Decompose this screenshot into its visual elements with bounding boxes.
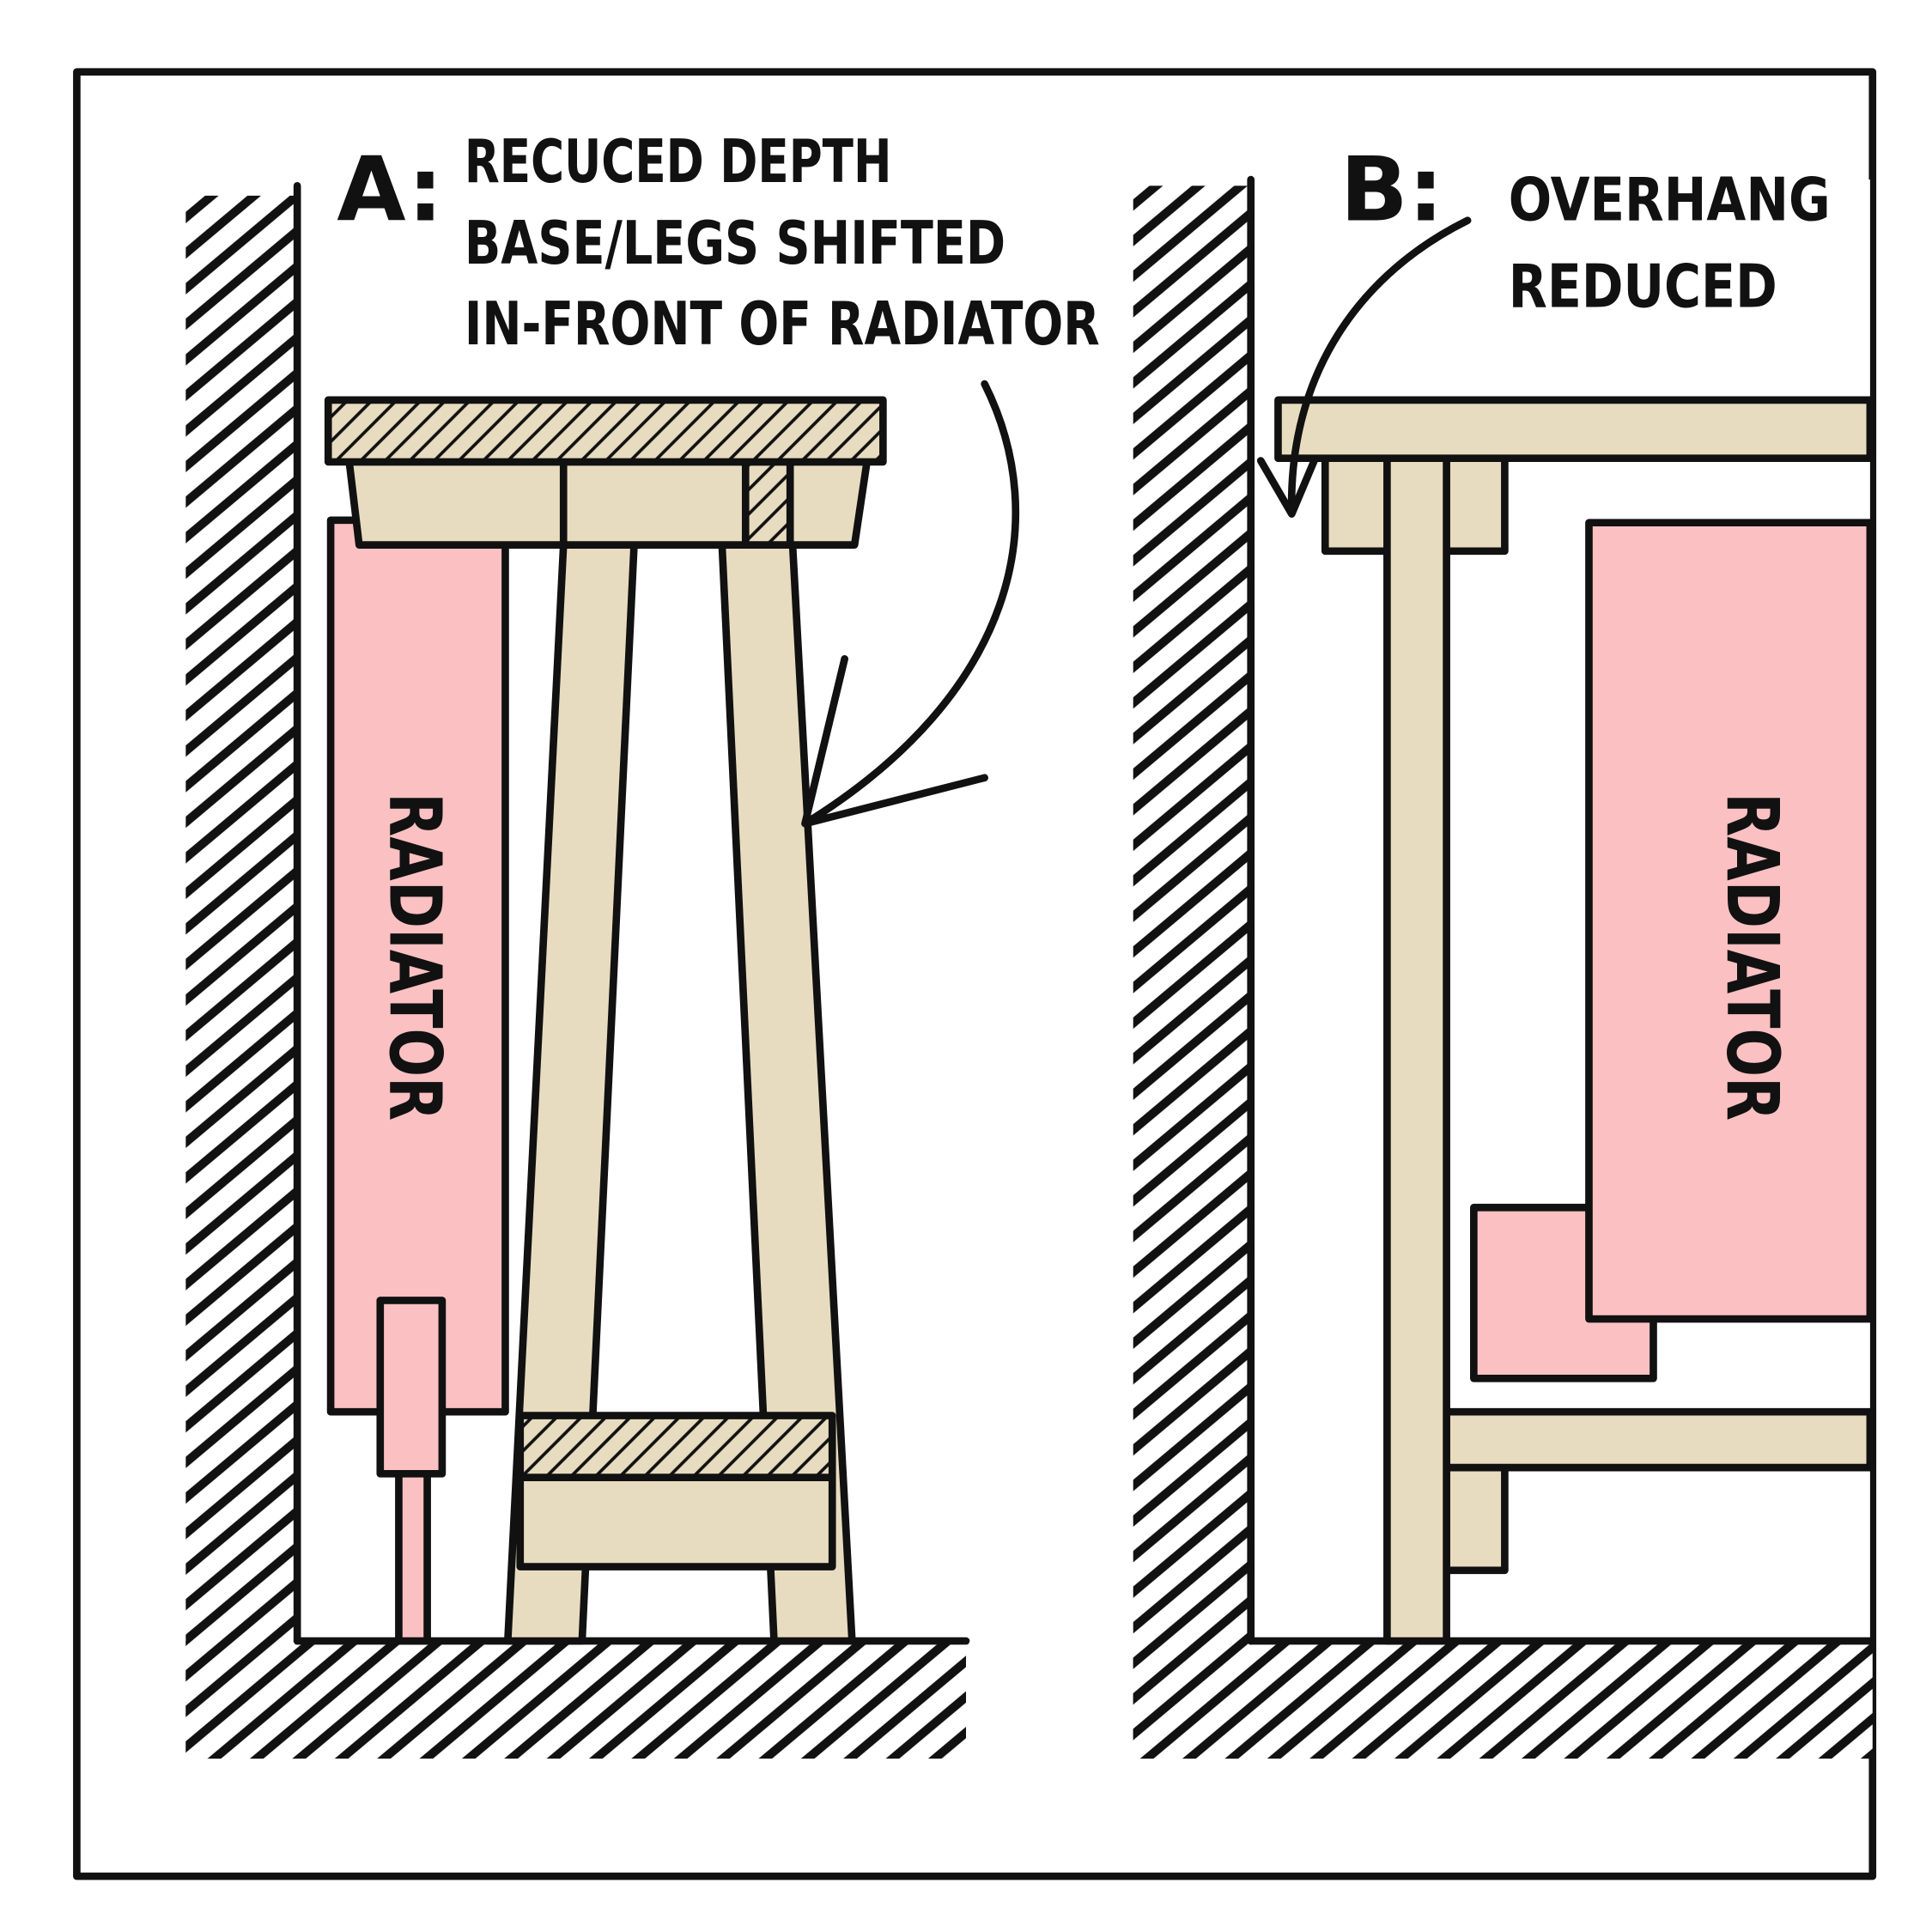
panel-a-note-line-2: BASE/LEGS SHIFTED (465, 210, 1005, 278)
panel-b-note-line-1: OVERHANG (1509, 167, 1831, 235)
panel-a-note-line-1: RECUCED DEPTH (465, 128, 892, 197)
lower-shelf-b (1443, 1407, 1874, 1472)
leg-b (1383, 454, 1450, 1645)
lower-shelf-a (516, 1412, 836, 1481)
wall-hatch-b (1133, 185, 1251, 1759)
panel-b-note-line-2: REDUCED (1509, 253, 1777, 322)
top-slab-b (1274, 396, 1874, 462)
arrow-a (801, 380, 1020, 828)
arrow-b (1256, 216, 1472, 518)
top-slab-a (324, 396, 887, 466)
floor-hatch-b (1133, 1641, 1873, 1759)
panel-b: B: OVERHANG REDUCED RADIATOR (1133, 139, 1874, 1759)
radiator-pipe-stem-a (395, 1470, 431, 1645)
radiator-b (1585, 519, 1874, 1323)
floor-hatch-a (185, 1641, 966, 1759)
panel-b-label: B: (1340, 139, 1444, 242)
lower-box-a (516, 1473, 836, 1571)
wall-hatch-a (185, 195, 298, 1759)
radiator-b-label: RADIATOR (1710, 793, 1795, 1121)
panel-a-label: A: (337, 139, 443, 242)
radiator-pipe-a (376, 1297, 447, 1478)
radiator-a-label: RADIATOR (373, 793, 457, 1121)
lower-box-b (1443, 1463, 1509, 1575)
panel-a: A: RECUCED DEPTH BASE/LEGS SHIFTED IN-FR… (185, 128, 1100, 1759)
panel-a-note-line-3: IN-FRONT OF RADIATOR (465, 290, 1100, 359)
